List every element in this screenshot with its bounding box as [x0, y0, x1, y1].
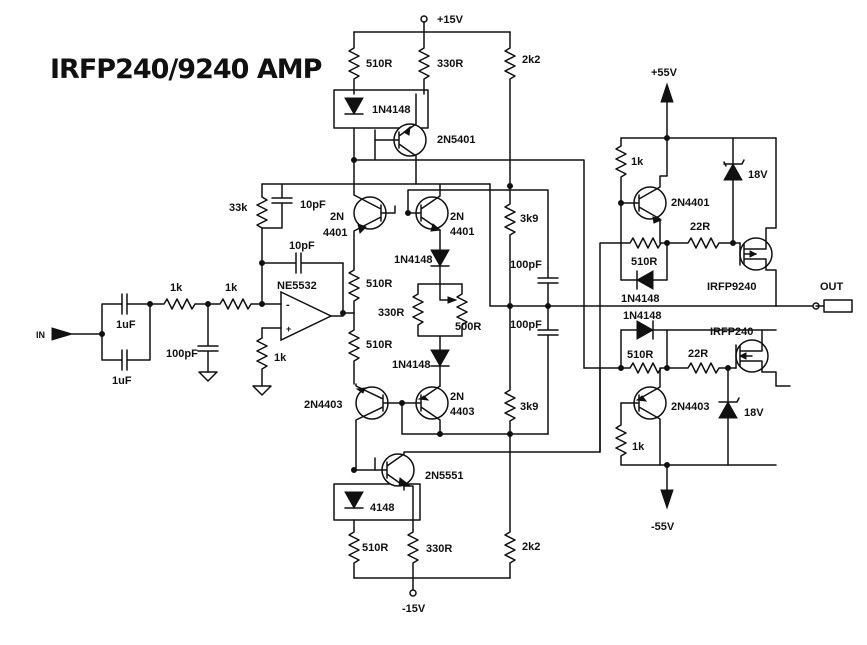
- label-r-b1: 510R: [362, 542, 388, 554]
- bottom-current-source: [333, 367, 601, 597]
- label-d-m2: 1N4148: [392, 359, 431, 371]
- schematic-title: IRFP240/9240 AMP: [50, 54, 322, 85]
- label-d-b: 4148: [370, 502, 394, 514]
- label-rail-pos-small: +15V: [437, 14, 464, 26]
- label-r-3k9b: 3k9: [520, 401, 538, 413]
- label-r-b3: 2k2: [522, 541, 540, 553]
- label-c-comp: 10pF: [289, 240, 315, 252]
- label-r-t1: 510R: [366, 58, 392, 70]
- label-r-b2: 330R: [426, 543, 452, 555]
- label-r-o6: 1k: [632, 441, 645, 453]
- label-r-mid1: 510R: [366, 278, 392, 290]
- label-r-t2: 330R: [437, 58, 463, 70]
- label-rail-neg-small: -15V: [402, 603, 426, 615]
- label-q-o1: 2N4401: [671, 197, 710, 209]
- label-q-l1b: 4401: [323, 227, 347, 239]
- label-c-in3: 100pF: [166, 348, 198, 360]
- label-d-o1: 1N4148: [621, 293, 660, 305]
- label-d-o2: 1N4148: [623, 310, 662, 322]
- label-z-o1: 18V: [748, 169, 768, 181]
- label-q-b: 2N5551: [425, 470, 464, 482]
- label-q-r1b: 4401: [450, 226, 474, 238]
- label-c-in1: 1uF: [116, 319, 136, 331]
- vas-top: [348, 159, 815, 435]
- label-r-mid2: 510R: [366, 339, 392, 351]
- label-r-bias1: 330R: [378, 307, 404, 319]
- label-r-o1: 1k: [631, 156, 644, 168]
- junction-dots: [351, 135, 736, 468]
- component-labels: IN 1uF 1uF 1k 1k 100pF NE5532 - + 33k 10…: [36, 14, 844, 615]
- label-r-o2: 510R: [631, 256, 657, 268]
- label-q-r1a: 2N: [450, 211, 464, 223]
- label-r-3k9a: 3k9: [520, 213, 538, 225]
- input-stage: [51, 293, 263, 382]
- input-arrow: [51, 327, 74, 341]
- label-z-o2: 18V: [744, 407, 764, 419]
- label-q-t: 2N5401: [437, 134, 476, 146]
- label-r-bias2: 500R: [455, 321, 481, 333]
- output-stage: [583, 82, 853, 510]
- label-m-o2: IRFP240: [710, 326, 753, 338]
- label-opamp: NE5532: [277, 280, 317, 292]
- rail-neg-arrow: [660, 489, 674, 510]
- label-q-r2a: 2N: [450, 391, 464, 403]
- label-m-o1: IRFP9240: [707, 281, 757, 293]
- label-opamp-minus: -: [286, 299, 290, 311]
- rail-pos-arrow: [660, 82, 674, 103]
- label-out: OUT: [820, 281, 844, 293]
- label-r-o5: 22R: [688, 348, 708, 360]
- label-r-t3: 2k2: [522, 54, 540, 66]
- top-current-source: [333, 15, 585, 369]
- label-c-m1: 100pF: [510, 259, 542, 271]
- label-d-t: 1N4148: [372, 104, 411, 116]
- opamp-stage: [252, 183, 491, 396]
- label-d-m1: 1N4148: [394, 254, 433, 266]
- label-q-l2: 2N4403: [304, 399, 343, 411]
- opamp-triangle: [280, 290, 333, 342]
- label-c-m2: 100pF: [510, 319, 542, 331]
- label-r-fb: 33k: [229, 202, 248, 214]
- label-r-in1: 1k: [170, 282, 183, 294]
- label-in: IN: [36, 330, 45, 340]
- label-q-r2b: 4403: [450, 406, 474, 418]
- label-rail-neg-big: -55V: [651, 521, 675, 533]
- label-q-o2: 2N4403: [671, 401, 710, 413]
- label-r-gnd: 1k: [274, 352, 287, 364]
- label-rail-pos-big: +55V: [651, 67, 678, 79]
- label-q-l1a: 2N: [330, 211, 344, 223]
- label-r-o4: 510R: [627, 349, 653, 361]
- rail-bottom-small-terminal: [409, 589, 417, 597]
- label-opamp-plus: +: [286, 324, 291, 334]
- label-r-in2: 1k: [225, 282, 238, 294]
- label-c-in2: 1uF: [112, 375, 132, 387]
- rail-top-small-terminal: [420, 15, 428, 23]
- label-r-o3: 22R: [690, 221, 710, 233]
- vas-bottom: [351, 383, 549, 473]
- label-c-fb: 10pF: [300, 199, 326, 211]
